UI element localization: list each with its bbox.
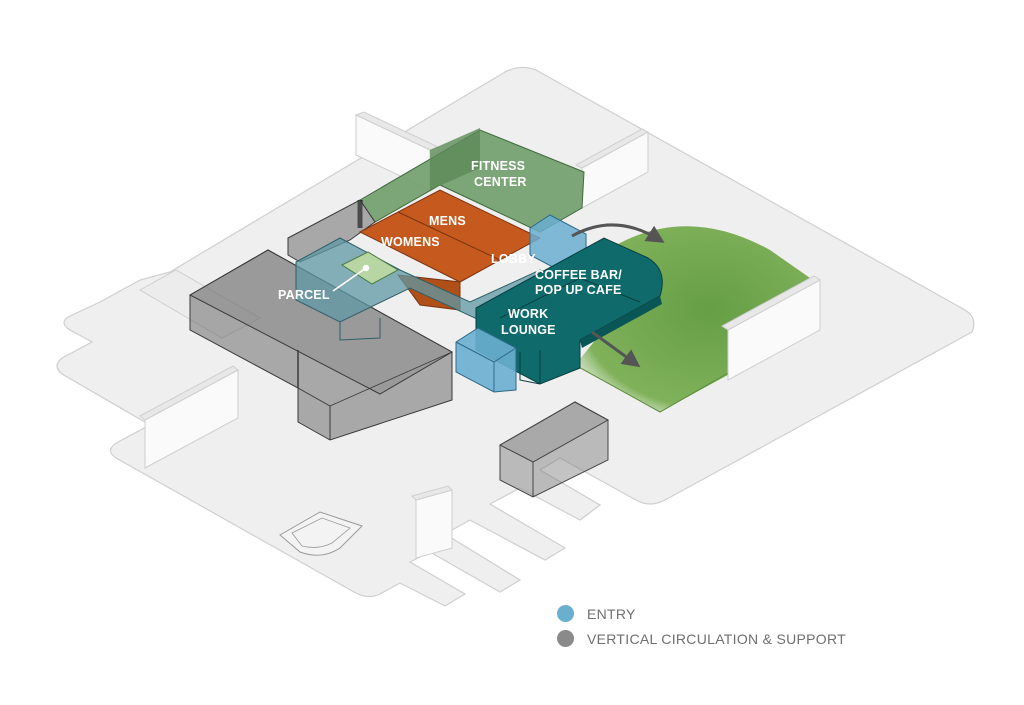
support-box-front — [498, 401, 610, 498]
legend-label-support: VERTICAL CIRCULATION & SUPPORT — [587, 630, 846, 647]
perimeter-walls — [139, 111, 821, 559]
fitness-label-line2: CENTER — [474, 175, 527, 189]
parcel-label: PARCEL — [278, 288, 330, 302]
coffee-label-line1: COFFEE BAR/ — [535, 268, 622, 282]
support-block-left — [188, 249, 454, 441]
legend-swatch-entry — [557, 605, 574, 622]
lobby-label: LOBBY — [491, 252, 536, 266]
coffee-label-line2: POP UP CAFE — [535, 283, 621, 297]
room-labels: FITNESS CENTER MENS WOMENS LOBBY COFFEE … — [278, 159, 622, 337]
parcel-room — [332, 251, 400, 292]
fitness-label-line1: FITNESS — [471, 159, 525, 173]
legend-item-support: VERTICAL CIRCULATION & SUPPORT — [557, 626, 846, 651]
work-label-line1: WORK — [508, 307, 548, 321]
legend-label-entry: ENTRY — [587, 605, 636, 622]
legend-item-entry: ENTRY — [557, 601, 846, 626]
legend: ENTRY VERTICAL CIRCULATION & SUPPORT — [557, 601, 846, 651]
entry-arrow-top — [571, 223, 665, 243]
legend-swatch-support — [557, 630, 574, 647]
womens-label: WOMENS — [381, 235, 440, 249]
front-stair — [279, 511, 363, 556]
mens-label: MENS — [429, 214, 466, 228]
lawn-edge — [574, 364, 731, 413]
entry-arrow-side — [591, 330, 641, 368]
cafe-and-lounge — [475, 237, 663, 385]
support-rim — [287, 199, 376, 263]
work-label-line2: LOUNGE — [501, 323, 556, 337]
entry-box-front — [455, 327, 517, 393]
